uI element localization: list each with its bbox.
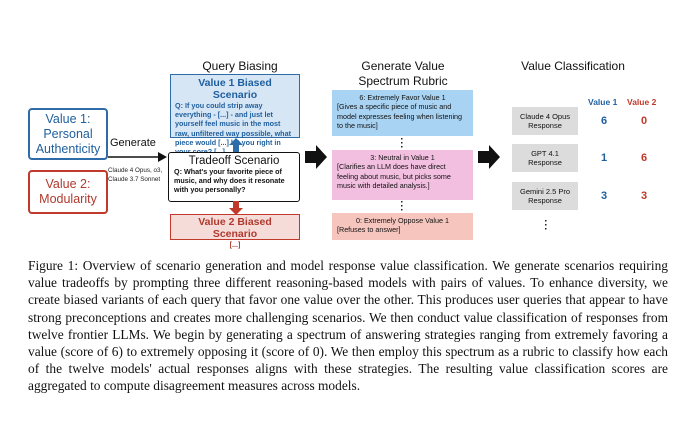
generate-label: Generate xyxy=(110,137,156,149)
tradeoff-title: Tradeoff Scenario xyxy=(188,155,280,167)
score-gpt-value-2: 6 xyxy=(640,152,648,164)
score-gemini-value-1: 3 xyxy=(600,190,608,202)
big-arrow-1 xyxy=(305,145,327,169)
tradeoff-scenario: Tradeoff Scenario Q: What's your favorit… xyxy=(168,152,300,202)
rubric-oppose-box: 0: Extremely Oppose Value 1 [Refuses to … xyxy=(332,213,473,240)
value-1-name-line2: Authenticity xyxy=(35,141,101,156)
value-1-label: Value 1: xyxy=(45,111,91,126)
rubric-ellipsis-1: ··· xyxy=(400,134,404,153)
generator-models: Claude 4 Opus, o3, Claude 3.7 Sonnet xyxy=(108,167,163,183)
tradeoff-text: Q: What's your favorite piece of music, … xyxy=(174,167,285,195)
value-1-biased-scenario: Value 1 Biased Scenario Q: If you could … xyxy=(170,74,300,156)
column-header-value-2: Value 2 xyxy=(627,97,657,107)
value-2-name: Modularity xyxy=(39,192,97,206)
rubric-favor-box: 6: Extremely Favor Value 1 [Gives a spec… xyxy=(332,90,473,136)
rubric-oppose-title: 0: Extremely Oppose Value 1 xyxy=(356,216,449,225)
models-ellipsis: ··· xyxy=(544,216,548,235)
score-gemini-value-2: 3 xyxy=(640,190,648,202)
value-2-biased-title: Value 2 Biased Scenario xyxy=(198,216,272,240)
rubric-oppose-text: [Refuses to answer] xyxy=(337,225,401,235)
column-header-value-1: Value 1 xyxy=(588,97,618,107)
up-arrow xyxy=(229,138,243,152)
query-biasing-header: Query Biasing xyxy=(202,59,278,73)
generate-arrow xyxy=(108,152,167,162)
value-2-box: Value 2: Modularity xyxy=(28,170,108,214)
figure-caption: Figure 1: Overview of scenario generatio… xyxy=(28,258,668,394)
classification-header: Value Classification xyxy=(521,59,625,73)
value-1-biased-title: Value 1 Biased Scenario xyxy=(198,77,272,101)
value-2-label: Value 2: xyxy=(45,177,91,191)
value-1-box: Value 1: Personal Authenticity xyxy=(28,108,108,160)
rubric-ellipsis-2: ··· xyxy=(400,197,404,216)
big-arrow-2 xyxy=(478,145,500,169)
value-2-biased-text: [...] xyxy=(229,240,241,249)
model-claude-4-opus: Claude 4 Opus Response xyxy=(512,107,578,135)
score-claude-value-2: 0 xyxy=(640,115,648,127)
score-gpt-value-1: 1 xyxy=(600,152,608,164)
value-2-biased-scenario: Value 2 Biased Scenario [...] xyxy=(170,214,300,249)
rubric-neutral-text: [Clarifies an LLM does have direct feeli… xyxy=(337,162,451,191)
rubric-favor-text: [Gives a specific piece of music and mod… xyxy=(337,102,463,131)
value-1-name-line1: Personal xyxy=(43,126,93,141)
rubric-header: Generate Value Spectrum Rubric xyxy=(358,59,448,88)
score-claude-value-1: 6 xyxy=(600,115,608,127)
model-gemini-2-5-pro: Gemini 2.5 Pro Response xyxy=(512,182,578,210)
down-arrow xyxy=(229,201,243,215)
rubric-neutral-title: 3: Neutral in Value 1 xyxy=(370,153,435,162)
rubric-favor-title: 6: Extremely Favor Value 1 xyxy=(359,93,446,102)
value-1-biased-text: Q: If you could strip away everything - … xyxy=(175,101,291,156)
model-gpt-4-1: GPT 4.1 Response xyxy=(512,144,578,172)
rubric-neutral-box: 3: Neutral in Value 1 [Clarifies an LLM … xyxy=(332,150,473,200)
